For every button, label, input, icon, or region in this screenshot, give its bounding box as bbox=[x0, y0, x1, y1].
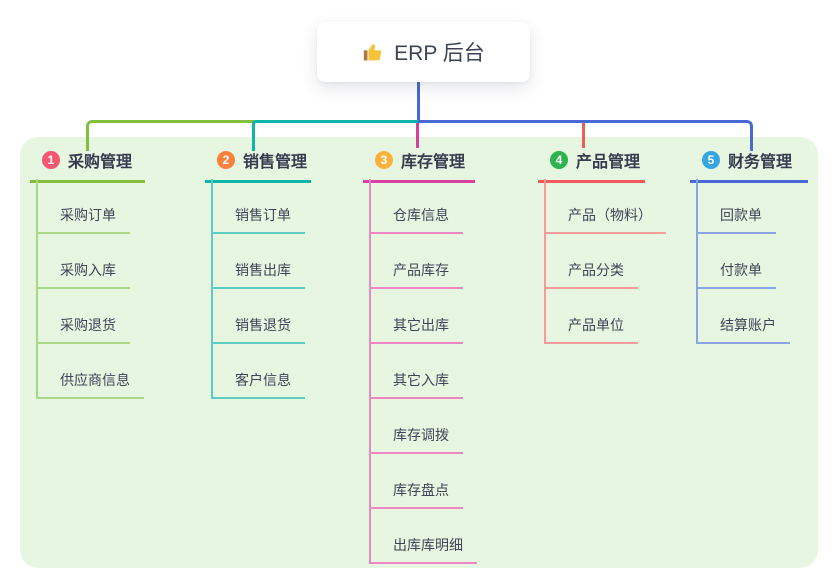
branch-label: 库存管理 bbox=[401, 154, 466, 171]
child-label: 产品（物料） bbox=[568, 207, 652, 223]
child-node[interactable]: 结算账户 bbox=[698, 289, 790, 344]
child-label: 库存调拨 bbox=[393, 427, 449, 443]
child-label: 产品分类 bbox=[568, 262, 624, 278]
branch-label: 销售管理 bbox=[243, 154, 308, 171]
child-label: 回款单 bbox=[720, 207, 762, 223]
branch-number-badge: 3 bbox=[375, 151, 393, 169]
child-label: 产品库存 bbox=[393, 262, 449, 278]
branch-children-finance: 回款单 付款单 结算账户 bbox=[696, 179, 790, 344]
drop-line-inventory bbox=[416, 123, 419, 148]
bus-elbow-sales bbox=[252, 120, 421, 151]
child-label: 销售出库 bbox=[235, 262, 291, 278]
child-node[interactable]: 付款单 bbox=[698, 234, 776, 289]
child-label: 供应商信息 bbox=[60, 372, 130, 388]
branch-number-badge: 5 bbox=[702, 151, 720, 169]
child-node[interactable]: 库存盘点 bbox=[371, 454, 463, 509]
branch-header[interactable]: 4 产品管理 bbox=[538, 148, 645, 183]
branch-children-sales: 销售订单 销售出库 销售退货 客户信息 bbox=[211, 179, 305, 399]
child-node[interactable]: 产品（物料） bbox=[546, 179, 666, 234]
branch-node-sales[interactable]: 2 销售管理 bbox=[205, 148, 311, 183]
child-label: 采购入库 bbox=[60, 262, 116, 278]
bus-elbow-procurement bbox=[86, 120, 255, 151]
child-node[interactable]: 销售出库 bbox=[213, 234, 305, 289]
branch-node-procurement[interactable]: 1 采购管理 bbox=[30, 148, 145, 183]
child-node[interactable]: 采购入库 bbox=[38, 234, 130, 289]
child-node[interactable]: 仓库信息 bbox=[371, 179, 463, 234]
child-node[interactable]: 销售退货 bbox=[213, 289, 305, 344]
child-node[interactable]: 回款单 bbox=[698, 179, 776, 234]
child-node[interactable]: 客户信息 bbox=[213, 344, 305, 399]
child-node[interactable]: 采购退货 bbox=[38, 289, 130, 344]
child-node[interactable]: 产品分类 bbox=[546, 234, 638, 289]
child-label: 其它入库 bbox=[393, 372, 449, 388]
branch-number-badge: 4 bbox=[550, 151, 568, 169]
branch-node-inventory[interactable]: 3 库存管理 bbox=[363, 148, 475, 183]
child-label: 其它出库 bbox=[393, 317, 449, 333]
child-label: 结算账户 bbox=[720, 317, 776, 333]
child-label: 产品单位 bbox=[568, 317, 624, 333]
branch-header[interactable]: 3 库存管理 bbox=[363, 148, 475, 183]
branch-number-badge: 1 bbox=[42, 151, 60, 169]
child-node[interactable]: 出库库明细 bbox=[371, 509, 477, 564]
child-node[interactable]: 其它入库 bbox=[371, 344, 463, 399]
branch-label: 采购管理 bbox=[68, 154, 133, 171]
child-label: 销售退货 bbox=[235, 317, 291, 333]
branch-label: 财务管理 bbox=[728, 154, 793, 171]
branch-header[interactable]: 1 采购管理 bbox=[30, 148, 145, 183]
branch-number-badge: 2 bbox=[217, 151, 235, 169]
child-node[interactable]: 其它出库 bbox=[371, 289, 463, 344]
child-label: 销售订单 bbox=[235, 207, 291, 223]
child-label: 仓库信息 bbox=[393, 207, 449, 223]
child-node[interactable]: 供应商信息 bbox=[38, 344, 144, 399]
branch-node-product[interactable]: 4 产品管理 bbox=[538, 148, 645, 183]
branch-children-procurement: 采购订单 采购入库 采购退货 供应商信息 bbox=[36, 179, 144, 399]
branch-children-inventory: 仓库信息 产品库存 其它出库 其它入库 库存调拨 库存盘点 出库库明细 bbox=[369, 179, 477, 564]
bus-elbow-finance bbox=[418, 120, 753, 151]
branches-background-panel bbox=[20, 137, 818, 568]
root-connector-line bbox=[417, 82, 420, 122]
branch-children-product: 产品（物料） 产品分类 产品单位 bbox=[544, 179, 666, 344]
branch-header[interactable]: 2 销售管理 bbox=[205, 148, 311, 183]
branch-header[interactable]: 5 财务管理 bbox=[690, 148, 808, 183]
child-node[interactable]: 采购订单 bbox=[38, 179, 130, 234]
child-label: 出库库明细 bbox=[393, 537, 463, 553]
child-node[interactable]: 产品单位 bbox=[546, 289, 638, 344]
child-label: 采购订单 bbox=[60, 207, 116, 223]
child-label: 付款单 bbox=[720, 262, 762, 278]
child-label: 库存盘点 bbox=[393, 482, 449, 498]
child-node[interactable]: 销售订单 bbox=[213, 179, 305, 234]
branch-label: 产品管理 bbox=[576, 154, 641, 171]
drop-line-product bbox=[582, 123, 585, 148]
child-label: 客户信息 bbox=[235, 372, 291, 388]
root-node[interactable]: ERP 后台 bbox=[317, 22, 530, 82]
child-node[interactable]: 库存调拨 bbox=[371, 399, 463, 454]
root-title: ERP 后台 bbox=[394, 42, 485, 65]
thumbs-up-icon bbox=[362, 41, 384, 63]
child-label: 采购退货 bbox=[60, 317, 116, 333]
branch-node-finance[interactable]: 5 财务管理 bbox=[690, 148, 808, 183]
child-node[interactable]: 产品库存 bbox=[371, 234, 463, 289]
